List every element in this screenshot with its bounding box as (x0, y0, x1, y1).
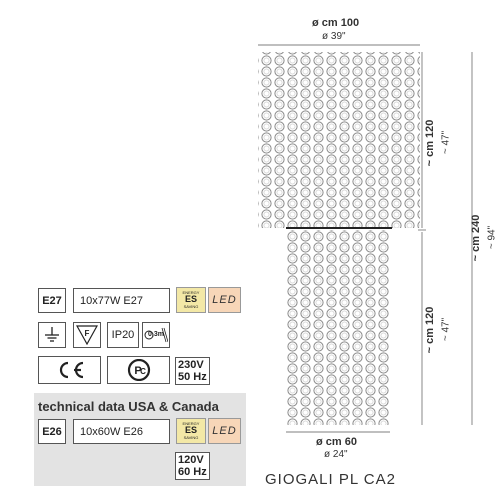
bottom-height-cm: ~ cm 120 (424, 306, 436, 354)
total-height-in: ~ 94" (486, 225, 498, 250)
bottom-height-in: ~ 47" (440, 317, 452, 342)
ip-rating: IP20 (107, 322, 139, 348)
gost-pct-icon: P C (107, 356, 170, 384)
svg-text:F: F (85, 329, 90, 338)
bottom-width-in: ø 24" (324, 449, 348, 460)
energy-saving-eu: ENERGY ES SAVING (176, 287, 206, 313)
top-height-cm: ~ cm 120 (424, 119, 436, 167)
svg-text:C: C (140, 367, 146, 376)
ground-symbol-icon (38, 322, 66, 348)
lamps-usa: 10x60W E26 (73, 419, 170, 444)
led-eu: LED (208, 287, 241, 313)
lamp-top-section (258, 52, 420, 228)
lamps-eu: 10x77W E27 (73, 288, 170, 313)
distance-rating: 0,3m (142, 322, 170, 348)
energy-saving-usa: ENERGY ES SAVING (176, 418, 206, 444)
socket-usa: E26 (38, 419, 66, 444)
f-triangle-icon: F (73, 322, 101, 348)
ce-mark-icon (38, 356, 101, 384)
socket-eu: E27 (38, 288, 66, 313)
bottom-width-cm: ø cm 60 (316, 436, 357, 448)
total-height-cm: ~ cm 240 (470, 214, 482, 262)
voltage-eu: 230V 50 Hz (175, 357, 210, 385)
top-height-in: ~ 47" (440, 130, 452, 155)
svg-text:P: P (134, 365, 141, 377)
led-usa: LED (208, 418, 241, 444)
top-width-in: ø 39" (322, 31, 346, 42)
voltage-usa: 120V 60 Hz (175, 452, 210, 480)
usa-title: technical data USA & Canada (38, 399, 219, 414)
product-name: GIOGALI PL CA2 (265, 471, 396, 488)
lamp-bottom-section (286, 230, 390, 425)
distance-label: 0,3m (148, 331, 164, 338)
top-width-cm: ø cm 100 (312, 17, 360, 29)
